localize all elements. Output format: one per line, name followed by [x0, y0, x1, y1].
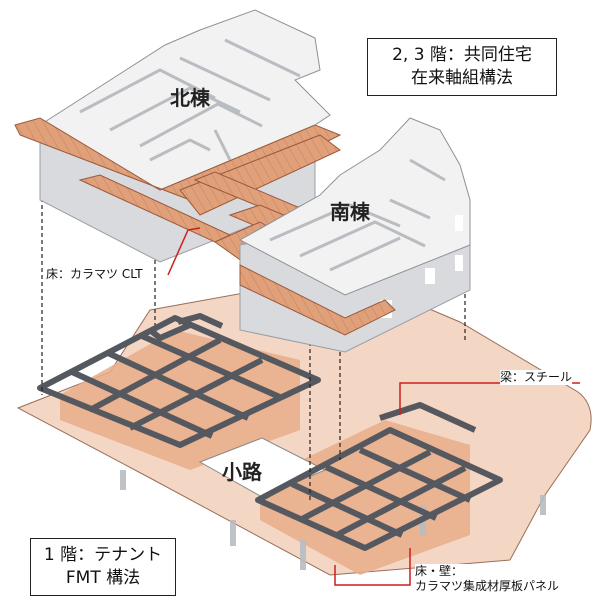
- south-block-label: 南棟: [330, 200, 370, 224]
- ground-floor: [16, 284, 592, 576]
- panel-material-line1: 床・壁：: [415, 564, 464, 578]
- panel-material-line2: カラマツ集成材厚板パネル: [415, 579, 560, 593]
- beam-material-label: 梁：スチール: [500, 370, 573, 385]
- upper-floors-title: 2, 3 階：共同住宅: [392, 45, 532, 65]
- floor-material-label: 床：カラマツ CLT: [46, 267, 143, 282]
- south-block: [238, 117, 471, 353]
- north-block-label: 北棟: [170, 86, 210, 110]
- steel-beams-east: [255, 402, 503, 551]
- floor-leader: [167, 227, 201, 276]
- ground-floor-title: 1 階：テナント: [43, 545, 163, 565]
- upper-floors-method: 在来軸組構法: [411, 67, 513, 88]
- ground-floor-method: FMT 構法: [65, 567, 141, 588]
- upper-floors-label: 2, 3 階：共同住宅 在来軸組構法: [367, 38, 557, 96]
- panel-leader: [334, 548, 411, 586]
- ground-floor-label: 1 階：テナント FMT 構法: [30, 538, 176, 596]
- alley-label: 小路: [222, 460, 262, 484]
- steel-beams-west: [37, 313, 321, 448]
- panel-material-label: 床・壁： カラマツ集成材厚板パネル: [415, 564, 560, 594]
